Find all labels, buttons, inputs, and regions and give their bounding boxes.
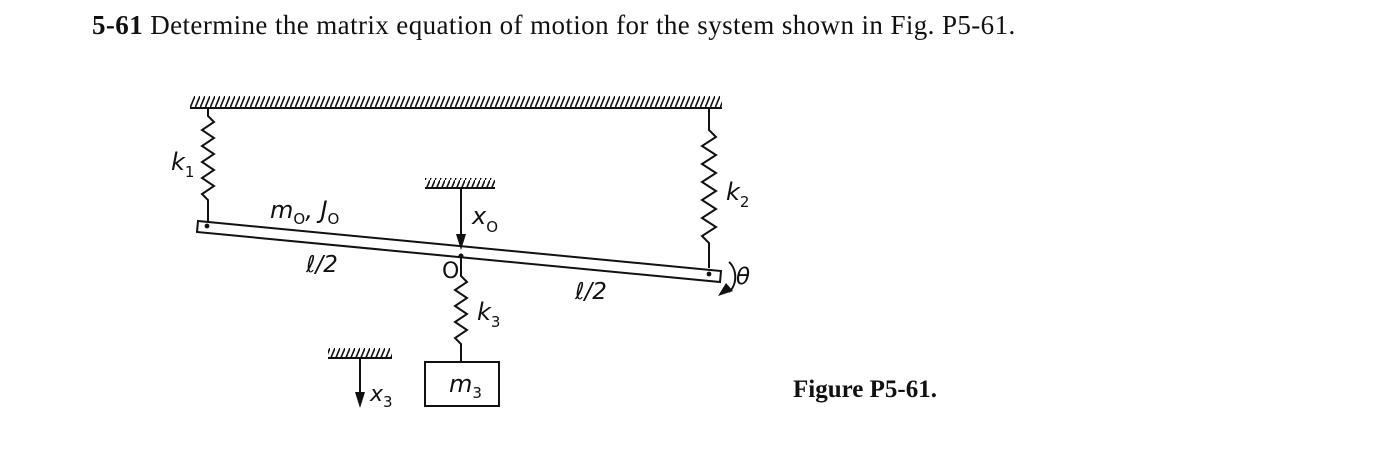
spring-k2 [700,108,718,268]
ground-top [425,178,495,189]
spring-k3 [453,256,469,362]
label-k1: k1 [171,148,194,181]
theta-rotation-arrow [718,261,737,296]
problem-statement: 5-61 Determine the matrix equation of mo… [92,10,1016,41]
rigid-bar [195,219,723,284]
spring-k1 [200,108,216,224]
label-pivot-o: O [442,259,459,284]
label-m0-j0: mO, JO [270,196,339,228]
figure-caption: Figure P5-61. [793,376,937,403]
label-k3: k3 [477,298,500,331]
mass-m3 [424,361,500,407]
label-x3: x3 [369,382,393,411]
label-k2: k2 [726,178,749,211]
label-m3: m3 [449,370,482,402]
ground-x3 [328,348,392,359]
label-half-length-left: ℓ/2 [305,252,338,278]
x3-arrow [355,358,365,408]
label-half-length-right: ℓ/2 [574,279,607,305]
label-x0: xO [471,202,498,236]
problem-text: Determine the matrix equation of motion … [150,10,1016,40]
label-theta: θ [736,264,750,290]
problem-number: 5-61 [92,10,144,40]
ceiling-ground [190,96,722,109]
x0-arrow [456,188,466,250]
